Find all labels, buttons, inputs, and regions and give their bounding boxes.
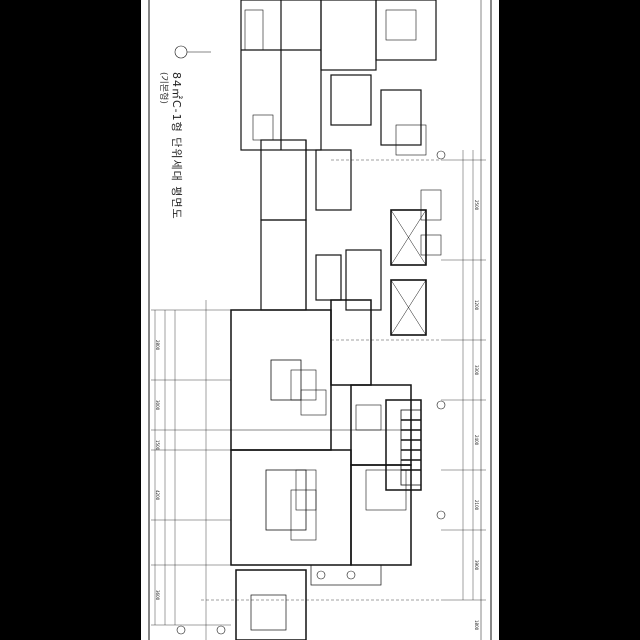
middle-rooms xyxy=(260,139,442,336)
dimension-lines-right xyxy=(201,150,486,601)
dimension-label: 2400 xyxy=(474,435,479,446)
top-wing xyxy=(240,0,437,156)
dimension-label: 1200 xyxy=(474,300,479,311)
dimension-label: 3900 xyxy=(474,560,479,571)
dimension-label: 3300 xyxy=(474,365,479,376)
dimension-label: 2100 xyxy=(474,500,479,511)
dimension-label: 3600 xyxy=(155,590,160,601)
dimension-label: 4200 xyxy=(155,490,160,501)
dimension-label: 3000 xyxy=(155,400,160,411)
drawing-sheet: 2800 3000 1500 4200 3600 2500 1200 3300 … xyxy=(141,0,499,640)
dimension-label: 2500 xyxy=(474,200,479,211)
dimension-label: 1500 xyxy=(155,440,160,451)
lower-unit xyxy=(230,299,422,640)
drawing-subtitle: (기본형) xyxy=(158,72,168,104)
floor-plan: 2800 3000 1500 4200 3600 2500 1200 3300 … xyxy=(148,0,492,640)
dimension-lines-left xyxy=(151,300,231,640)
grid-markers xyxy=(174,45,446,635)
dimension-label: 1800 xyxy=(474,620,479,631)
drawing-title: 84㎡C-1형 단위세대 평면도 xyxy=(170,72,183,220)
dimension-label: 2800 xyxy=(155,340,160,351)
